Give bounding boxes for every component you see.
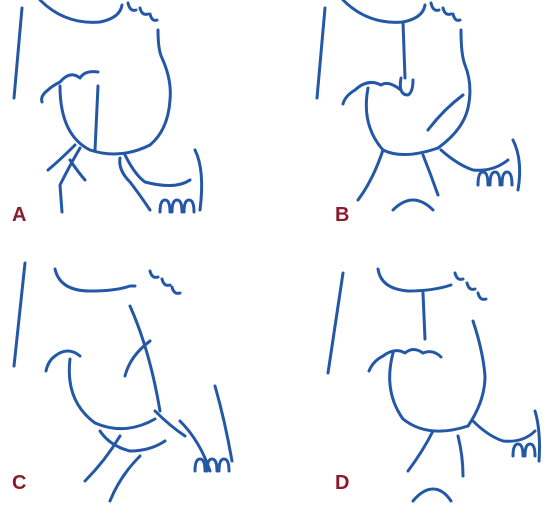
- panel-c: C: [0, 261, 273, 521]
- panel-b-drawing: [273, 0, 546, 260]
- panel-a: A: [0, 0, 273, 260]
- panel-d-drawing: [273, 261, 546, 521]
- panel-b: B: [273, 0, 546, 260]
- panel-label-a: A: [12, 205, 26, 225]
- panel-label-c: C: [12, 473, 26, 493]
- panel-c-drawing: [0, 261, 273, 521]
- panel-a-drawing: [0, 0, 273, 260]
- panel-label-b: B: [335, 205, 349, 225]
- panel-d: D: [273, 261, 546, 521]
- panel-label-d: D: [335, 473, 349, 493]
